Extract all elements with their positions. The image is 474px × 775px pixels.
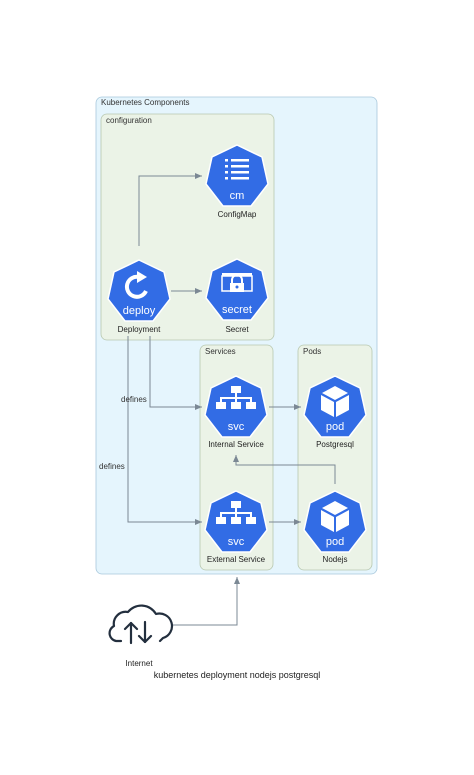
node-nodejs[interactable]: pod Nodejs	[303, 490, 367, 564]
secret-icon	[221, 273, 253, 292]
edge-deployment-configmap	[138, 173, 202, 246]
node-internet[interactable]: Internet	[108, 604, 174, 668]
node-configmap[interactable]: cm ConfigMap	[205, 144, 269, 219]
node-secret[interactable]: secret Secret	[205, 258, 269, 334]
deployment-label: Deployment	[118, 325, 161, 334]
secret-abbr: secret	[222, 304, 252, 316]
configmap-abbr: cm	[230, 190, 245, 202]
node-internal-service[interactable]: svc Internal Service	[204, 375, 268, 449]
internal-service-label: Internal Service	[208, 440, 264, 449]
edge-deployment-external-service	[127, 336, 202, 525]
edge-deployment-internal-service	[149, 336, 202, 410]
cloud-upload-download-icon	[108, 604, 174, 645]
service-icon	[216, 501, 256, 524]
node-external-service[interactable]: svc External Service	[204, 490, 268, 564]
pod-icon	[321, 386, 349, 417]
edges: defines defines	[99, 173, 336, 626]
cluster-label-services: Services	[205, 347, 236, 356]
secret-label: Secret	[225, 325, 249, 334]
node-deployment[interactable]: deploy Deployment	[107, 259, 171, 334]
edge-label-defines-external: defines	[99, 462, 125, 471]
edge-label-defines-internal: defines	[121, 395, 147, 404]
deployment-abbr: deploy	[123, 305, 156, 317]
pod-icon	[321, 501, 349, 532]
edge-nodejs-internal-service	[233, 455, 336, 484]
cluster-label-kubernetes-components: Kubernetes Components	[101, 98, 190, 107]
nodejs-abbr: pod	[326, 536, 344, 548]
postgresql-abbr: pod	[326, 421, 344, 433]
nodejs-label: Nodejs	[323, 555, 348, 564]
external-service-abbr: svc	[228, 536, 245, 548]
edge-internet-external-service	[171, 577, 240, 626]
cluster-label-configuration: configuration	[106, 116, 152, 125]
diagram-title: kubernetes deployment nodejs postgresql	[154, 670, 321, 680]
external-service-label: External Service	[207, 555, 266, 564]
internal-service-abbr: svc	[228, 421, 245, 433]
postgresql-label: Postgresql	[316, 440, 354, 449]
configmap-icon	[225, 159, 249, 180]
deployment-icon	[124, 271, 148, 299]
internet-label: Internet	[125, 659, 153, 668]
cluster-label-pods: Pods	[303, 347, 321, 356]
configmap-label: ConfigMap	[218, 210, 257, 219]
service-icon	[216, 386, 256, 409]
node-postgresql[interactable]: pod Postgresql	[303, 375, 367, 449]
